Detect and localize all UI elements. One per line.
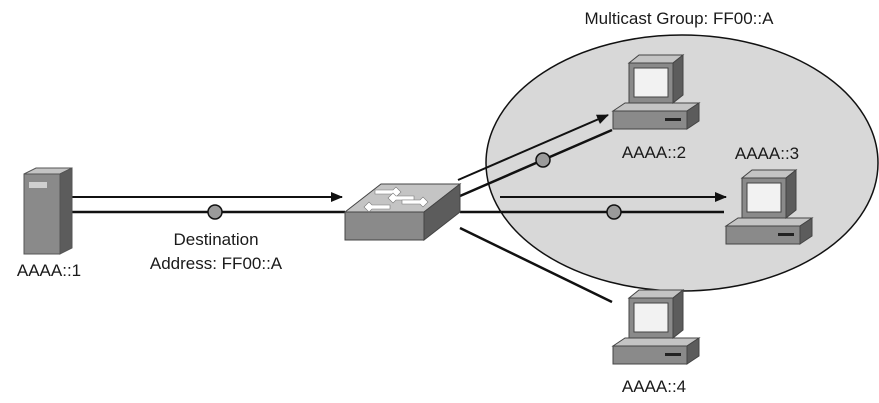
host-computer-icon-aaaa-2 bbox=[611, 53, 701, 130]
arrow-switch-to-host2 bbox=[457, 114, 609, 181]
traffic-arrows bbox=[72, 114, 727, 202]
packet-marker-host2 bbox=[535, 152, 551, 168]
packets bbox=[207, 152, 622, 220]
source-address-label: AAAA::1 bbox=[17, 261, 81, 280]
host-computer-icon-aaaa-3 bbox=[724, 168, 814, 245]
packet-marker-host3 bbox=[606, 204, 622, 220]
source-server-icon bbox=[23, 167, 73, 255]
packet-marker-source bbox=[207, 204, 223, 220]
switch-icon bbox=[343, 182, 462, 242]
link-switch-host4 bbox=[459, 226, 613, 304]
host-address-label-aaaa-4: AAAA::4 bbox=[622, 377, 686, 396]
host-address-label-aaaa-3: AAAA::3 bbox=[735, 144, 799, 163]
destination-label-line2: Address: FF00::A bbox=[150, 254, 283, 273]
host-computer-icon-aaaa-4 bbox=[611, 288, 701, 365]
destination-label-line1: Destination bbox=[173, 230, 258, 249]
host-address-label-aaaa-2: AAAA::2 bbox=[622, 143, 686, 162]
multicast-group-label: Multicast Group: FF00::A bbox=[585, 9, 775, 28]
